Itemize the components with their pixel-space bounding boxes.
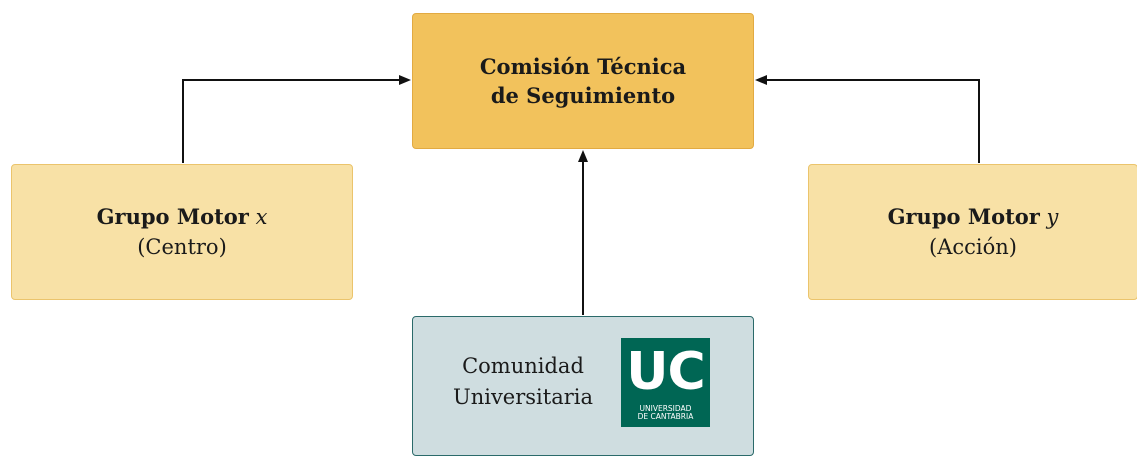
uc-logo-subtitle-line1: UNIVERSIDAD xyxy=(639,403,692,413)
node-comunidad-universitaria-line2: Universitaria xyxy=(453,385,593,409)
uc-logo-subtitle: UNIVERSIDAD DE CANTABRIA xyxy=(621,403,710,422)
node-comunidad-universitaria: Comunidad Universitaria UC UNIVERSIDAD D… xyxy=(412,316,754,456)
node-comunidad-universitaria-text: Comunidad Universitaria xyxy=(453,351,593,414)
node-grupo-motor-y-title: Grupo Motor y xyxy=(888,202,1059,232)
node-grupo-motor-y-variable: y xyxy=(1046,205,1059,230)
node-grupo-motor-y-label: Grupo Motor xyxy=(887,204,1040,230)
node-comision-tecnica: Comisión Técnica de Seguimiento xyxy=(412,13,754,149)
uc-logo-subtitle-line2: DE CANTABRIA xyxy=(637,412,694,421)
node-grupo-motor-x-title: Grupo Motor x xyxy=(97,202,268,232)
node-grupo-motor-x-label: Grupo Motor xyxy=(96,204,249,230)
node-grupo-motor-x: Grupo Motor x (Centro) xyxy=(11,164,353,300)
node-grupo-motor-y-subtitle: (Acción) xyxy=(929,234,1017,259)
node-comision-tecnica-line2: de Seguimiento xyxy=(490,83,676,108)
node-grupo-motor-x-variable: x xyxy=(255,205,268,230)
connector-right-to-top xyxy=(766,79,980,163)
node-comision-tecnica-line1: Comisión Técnica xyxy=(479,53,687,79)
connector-left-to-top xyxy=(182,79,400,163)
node-grupo-motor-x-subtitle: (Centro) xyxy=(137,234,227,259)
arrowhead-left-icon xyxy=(399,75,411,85)
node-grupo-motor-y: Grupo Motor y (Acción) xyxy=(808,164,1137,300)
uc-logo-letters: UC xyxy=(626,341,705,402)
arrowhead-bottom-icon xyxy=(578,150,588,162)
universidad-de-cantabria-logo: UC UNIVERSIDAD DE CANTABRIA xyxy=(621,337,710,427)
node-comunidad-universitaria-line1: Comunidad xyxy=(462,353,584,378)
arrowhead-right-icon xyxy=(755,75,767,85)
